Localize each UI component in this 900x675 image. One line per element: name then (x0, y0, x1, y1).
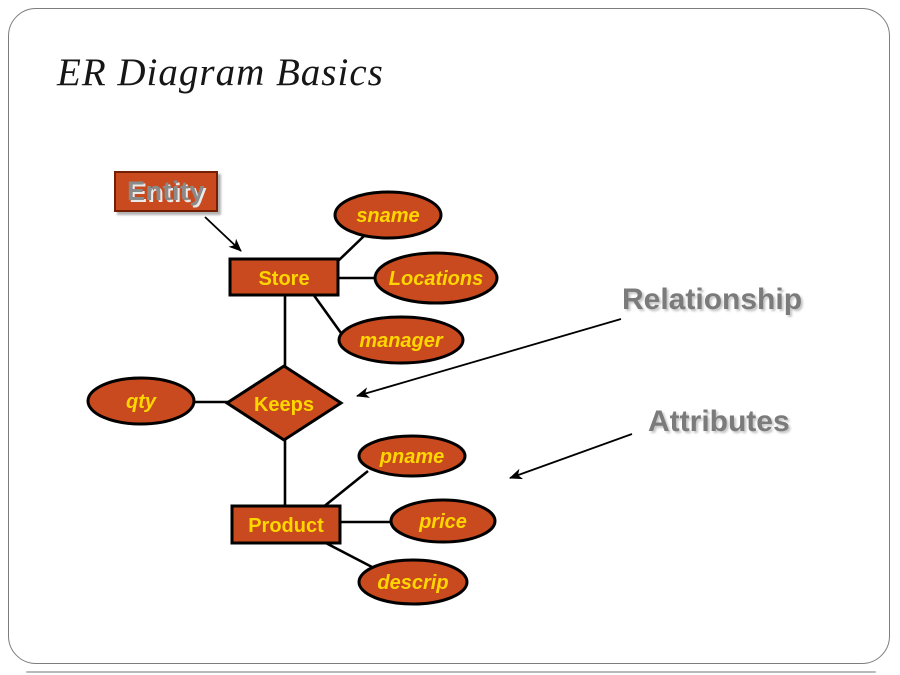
node-product: Product (230, 504, 342, 545)
entity-callout-label: Entity (126, 176, 205, 206)
locations-label: Locations (389, 268, 483, 290)
slide-stack-edge (26, 671, 876, 673)
qty-ellipse (86, 376, 196, 426)
node-qty: qty (86, 376, 196, 426)
product-label: Product (248, 515, 324, 537)
qty-label: qty (126, 391, 157, 413)
store-label: Store (258, 268, 309, 290)
relationship-callout-label: Relationship (622, 283, 803, 316)
edge-lines (193, 235, 394, 569)
keeps-label: Keeps (254, 394, 314, 416)
pname-ellipse (357, 434, 467, 478)
attributes-arrow (509, 433, 633, 480)
relationship-arrow (356, 318, 622, 398)
edge-product-descrip (321, 539, 373, 569)
price-label: price (418, 511, 467, 533)
price-ellipse (389, 498, 497, 544)
keeps-diamond (224, 364, 344, 442)
node-locations: Locations (373, 251, 499, 305)
attributes-callout-label: Attributes (648, 405, 790, 438)
store-rect (228, 257, 340, 297)
node-manager: manager (337, 315, 465, 365)
manager-label: manager (359, 330, 444, 352)
page-title: ER Diagram Basics (57, 51, 384, 94)
edge-store-sname (336, 235, 365, 263)
descrip-ellipse (357, 558, 469, 606)
node-price: price (389, 498, 497, 544)
edge-product-pname (321, 469, 369, 510)
locations-ellipse (373, 251, 499, 305)
sname-ellipse (333, 190, 443, 240)
node-keeps: Keeps (224, 364, 344, 442)
product-rect (230, 504, 342, 545)
sname-label: sname (356, 205, 419, 227)
pname-label: pname (379, 446, 444, 468)
entity-callout-box: Entity (114, 171, 218, 212)
node-descrip: descrip (357, 558, 469, 606)
manager-ellipse (337, 315, 465, 365)
node-sname: sname (333, 190, 443, 240)
edge-store-manager (311, 293, 343, 334)
slide-border-frame (8, 8, 890, 664)
node-pname: pname (357, 434, 467, 478)
annotation-arrows (204, 216, 633, 480)
descrip-label: descrip (377, 572, 448, 594)
node-store: Store (228, 257, 340, 297)
entity-arrow (204, 216, 242, 252)
